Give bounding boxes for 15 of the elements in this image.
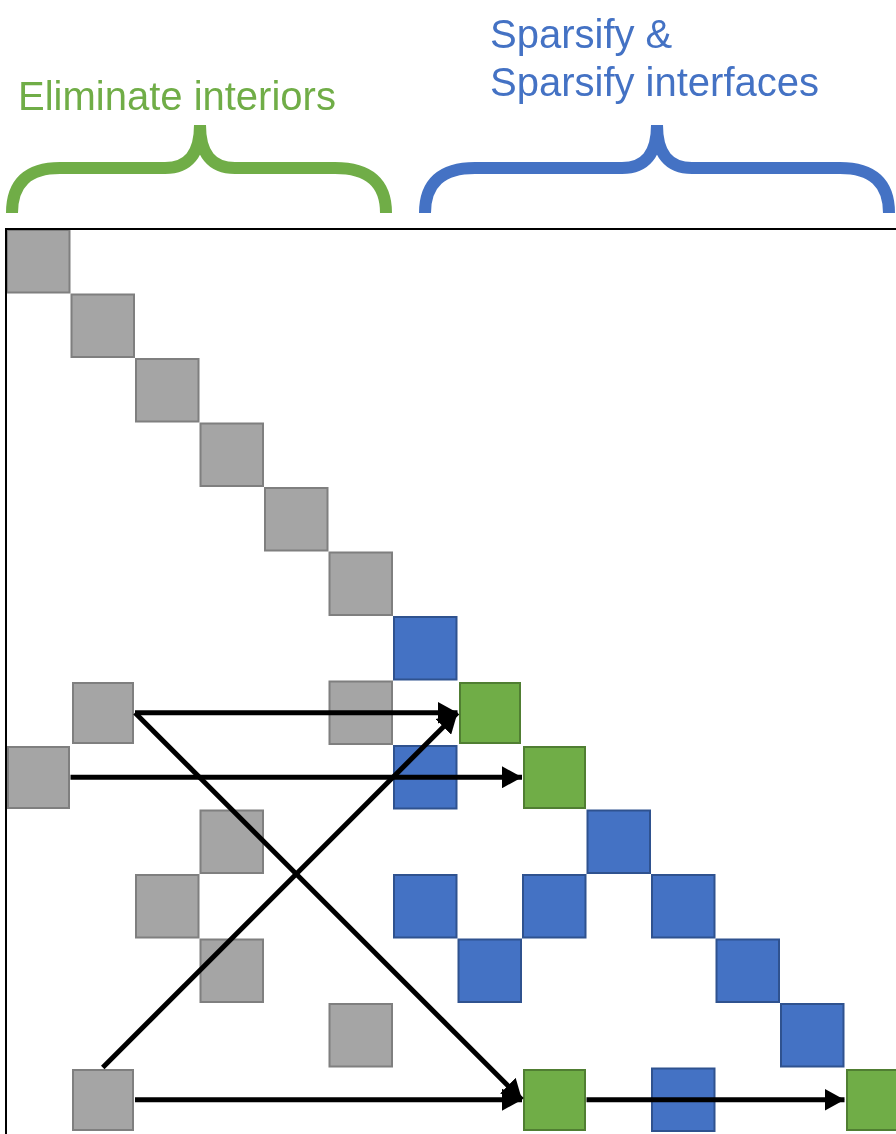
matrix-cell: [458, 681, 521, 744]
arrow: [70, 766, 522, 789]
heading-label: Sparsify & Sparsify interfaces: [490, 11, 821, 106]
matrix-cell: [523, 746, 586, 809]
arrow: [135, 701, 458, 724]
matrix-cell: [523, 1068, 586, 1131]
matrix-cell: [7, 746, 70, 809]
arrow: [135, 1088, 522, 1111]
arrow: [586, 1088, 845, 1111]
matrix-cell: [845, 1068, 896, 1131]
arrow: [101, 711, 460, 1070]
heading-label: Eliminate interiors: [18, 73, 336, 120]
matrix-cell: [71, 681, 134, 744]
arrow: [133, 711, 524, 1102]
matrix-cell: [71, 1068, 134, 1131]
